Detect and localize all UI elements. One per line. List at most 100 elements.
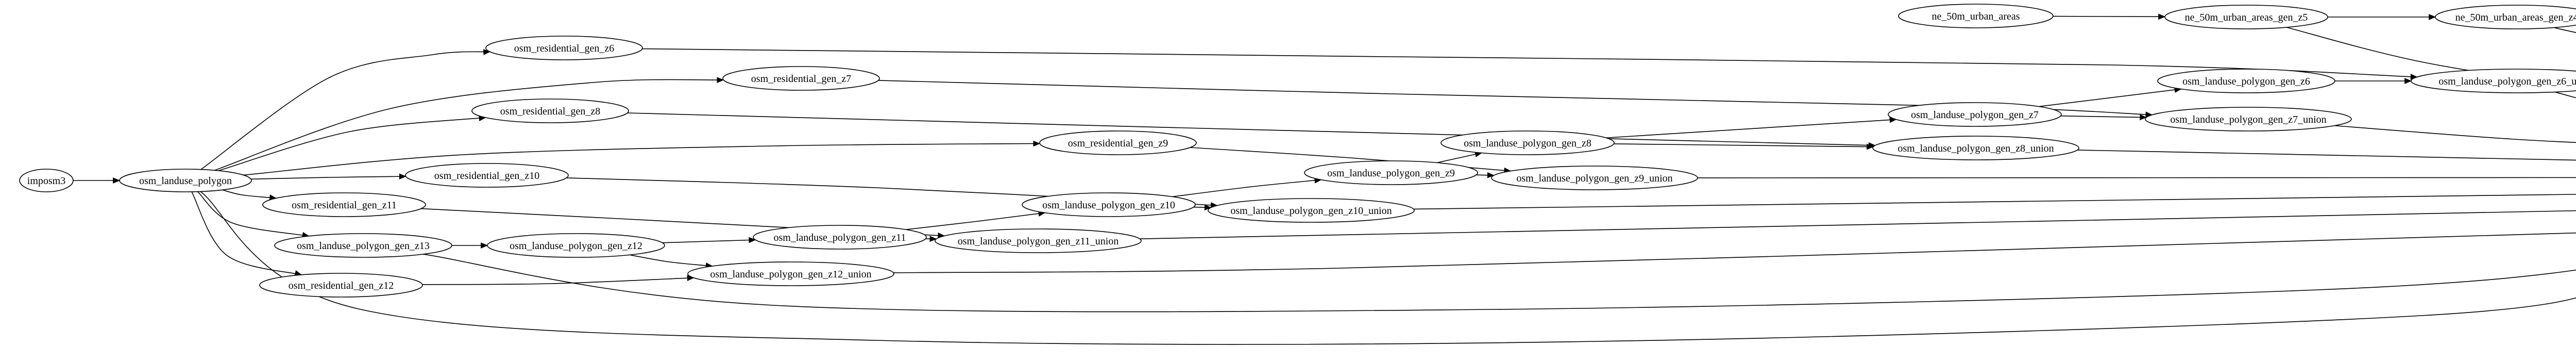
osm_landuse_polygon_gen_z10_union-ellipse (1208, 198, 1415, 223)
ne_50m_urban_areas_gen_z5-ellipse (2164, 5, 2328, 29)
osm_residential_gen_z11-label: osm_residential_gen_z11 (292, 200, 397, 211)
edge-osm_landuse_polygon_gen_z12-to-osm_landuse_polygon_gen_z12_union (629, 254, 713, 269)
ne_50m_urban_areas_gen_z5-label: ne_50m_urban_areas_gen_z5 (2185, 12, 2308, 23)
osm_residential_gen_z9-ellipse (1039, 130, 1197, 155)
edge-osm_landuse_polygon-to-osm_residential_gen_z11 (222, 189, 277, 201)
node-osm_residential_gen_z11: osm_residential_gen_z11 (262, 192, 426, 217)
node-osm_landuse_polygon_gen_z11: osm_landuse_polygon_gen_z11 (753, 225, 927, 250)
edge-osm_residential_gen_z9-to-osm_landuse_polygon_gen_z9_union (1190, 147, 1512, 174)
osm_residential_gen_z6-label: osm_residential_gen_z6 (514, 43, 614, 54)
imposm3-label: imposm3 (27, 175, 65, 187)
osm_landuse_polygon_gen_z7-label: osm_landuse_polygon_gen_z7 (1911, 109, 2039, 121)
osm_landuse_polygon_gen_z9-label: osm_landuse_polygon_gen_z9 (1327, 168, 1455, 179)
edge-osm_residential_gen_z8-to-osm_landuse_polygon_gen_z8_union (627, 112, 1876, 149)
osm_landuse_polygon_gen_z6_union-label: osm_landuse_polygon_gen_z6_union (2438, 76, 2576, 87)
edge-osm_landuse_polygon_gen_z10-to-osm_landuse_polygon_gen_z9 (1172, 177, 1322, 198)
edge-osm_landuse_polygon_gen_z8_union-to-layer_landuse-z8 (2077, 150, 2576, 161)
node-osm_landuse_polygon_gen_z6: osm_landuse_polygon_gen_z6 (2157, 69, 2335, 93)
edge-osm_landuse_polygon_gen_z10-to-osm_landuse_polygon_gen_z10_union (1193, 204, 1212, 211)
osm_landuse_polygon_gen_z11-label: osm_landuse_polygon_gen_z11 (773, 232, 906, 243)
edge-osm_landuse_polygon-to-osm_residential_gen_z12 (191, 191, 302, 276)
node-osm_residential_gen_z7: osm_residential_gen_z7 (722, 66, 880, 91)
node-osm_residential_gen_z8: osm_residential_gen_z8 (471, 98, 629, 123)
edge-osm_landuse_polygon-to-osm_residential_gen_z9 (243, 140, 1041, 176)
osm_landuse_polygon_gen_z6-ellipse (2157, 69, 2335, 93)
edge-osm_residential_gen_z12-to-osm_landuse_polygon_gen_z12_union (422, 275, 694, 285)
node-osm_residential_gen_z12: osm_residential_gen_z12 (259, 273, 423, 298)
osm_residential_gen_z7-ellipse (722, 66, 880, 91)
edge-osm_landuse_polygon-to-osm_residential_gen_z6 (200, 49, 491, 170)
node-osm_landuse_polygon_gen_z11_union: osm_landuse_polygon_gen_z11_union (935, 228, 1142, 253)
osm_landuse_polygon_gen_z9_union-ellipse (1491, 166, 1698, 190)
node-osm_landuse_polygon_gen_z7_union: osm_landuse_polygon_gen_z7_union (2145, 107, 2352, 131)
osm_residential_gen_z7-label: osm_residential_gen_z7 (751, 73, 851, 85)
ne_50m_urban_areas-label: ne_50m_urban_areas (1931, 11, 2020, 22)
edge-osm_landuse_polygon_gen_z13-to-layer_landuse-z13 (423, 254, 2576, 312)
node-osm_landuse_polygon_gen_z9: osm_landuse_polygon_gen_z9 (1304, 160, 1478, 185)
node-osm_landuse_polygon_gen_z10: osm_landuse_polygon_gen_z10 (1022, 192, 1196, 217)
node-osm_residential_gen_z6: osm_residential_gen_z6 (485, 36, 643, 60)
osm_landuse_polygon_gen_z10-label: osm_landuse_polygon_gen_z10 (1042, 200, 1175, 211)
osm_landuse_polygon_gen_z13-label: osm_landuse_polygon_gen_z13 (297, 240, 430, 252)
osm_landuse_polygon_gen_z10_union-label: osm_landuse_polygon_gen_z10_union (1230, 205, 1392, 217)
edge-osm_landuse_polygon_gen_z7-to-osm_landuse_polygon_gen_z6 (2039, 87, 2182, 107)
osm_landuse_polygon_gen_z6_union-ellipse (2411, 69, 2576, 93)
osm_landuse_polygon_gen_z8_union-ellipse (1872, 136, 2079, 160)
edge-osm_landuse_polygon_gen_z12_union-to-layer_landuse-z12 (893, 233, 2576, 273)
node-osm_residential_gen_z10: osm_residential_gen_z10 (405, 163, 569, 188)
edge-osm_landuse_polygon_gen_z7-to-osm_landuse_polygon_gen_z7_union (2060, 114, 2147, 121)
edge-osm_landuse_polygon_gen_z9_union-to-layer_landuse-z9 (1697, 177, 2576, 178)
osm_landuse_polygon_gen_z10-ellipse (1022, 192, 1196, 217)
osm_residential_gen_z12-label: osm_residential_gen_z12 (289, 280, 394, 291)
edge-osm_landuse_polygon_gen_z11_union-to-layer_landuse-z11 (1140, 210, 2576, 239)
osm_residential_gen_z12-ellipse (259, 273, 423, 298)
ne_50m_urban_areas-ellipse (1898, 4, 2054, 28)
edge-osm_landuse_polygon_gen_z10_union-to-layer_landuse-z10 (1413, 194, 2576, 210)
osm_landuse_polygon_gen_z12_union-label: osm_landuse_polygon_gen_z12_union (710, 269, 871, 280)
osm_residential_gen_z10-ellipse (405, 163, 569, 188)
osm_residential_gen_z9-label: osm_residential_gen_z9 (1068, 138, 1168, 149)
osm_residential_gen_z8-ellipse (471, 98, 629, 123)
osm_residential_gen_z8-label: osm_residential_gen_z8 (500, 106, 600, 117)
osm_landuse_polygon-ellipse (119, 169, 252, 192)
nodes-layer: imposm3 osm_landuse_polygon osm_residentia… (19, 4, 2576, 298)
osm_residential_gen_z10-label: osm_residential_gen_z10 (434, 170, 539, 182)
node-osm_landuse_polygon_gen_z7: osm_landuse_polygon_gen_z7 (1888, 102, 2062, 127)
osm_landuse_polygon_gen_z11_union-label: osm_landuse_polygon_gen_z11_union (958, 236, 1119, 247)
osm_landuse_polygon_gen_z8-label: osm_landuse_polygon_gen_z8 (1464, 138, 1591, 149)
osm_residential_gen_z11-ellipse (262, 192, 426, 217)
node-osm_landuse_polygon_gen_z10_union: osm_landuse_polygon_gen_z10_union (1208, 198, 1415, 223)
osm_landuse_polygon_gen_z12_union-ellipse (687, 261, 894, 286)
osm_landuse_polygon_gen_z7_union-ellipse (2145, 107, 2352, 131)
osm_landuse_polygon_gen_z7-ellipse (1888, 102, 2062, 127)
edge-osm_landuse_polygon_gen_z12-to-osm_landuse_polygon_gen_z11 (662, 237, 756, 243)
edge-osm_landuse_polygon-to-osm_residential_gen_z7 (214, 77, 724, 171)
node-osm_landuse_polygon_gen_z8: osm_landuse_polygon_gen_z8 (1440, 130, 1615, 155)
osm_landuse_polygon_gen_z8_union-label: osm_landuse_polygon_gen_z8_union (1897, 143, 2054, 154)
ne_50m_urban_areas_gen_z4-ellipse (2435, 5, 2576, 29)
edge-osm_landuse_polygon-to-osm_residential_gen_z8 (218, 115, 486, 171)
edge-osm_landuse_polygon_gen_z7_union-to-layer_landuse-z7 (2334, 125, 2576, 143)
osm_landuse_polygon_gen_z12-ellipse (487, 233, 665, 258)
osm_landuse_polygon_gen_z7_union-label: osm_landuse_polygon_gen_z7_union (2170, 114, 2326, 125)
edge-osm_landuse_polygon_gen_z11-to-osm_landuse_polygon_gen_z10 (906, 210, 1046, 230)
edge-osm_landuse_polygon_gen_z6_union-to-layer_landuse-z6 (2554, 91, 2576, 98)
osm_landuse_polygon_gen_z11_union-ellipse (935, 228, 1142, 253)
edge-osm_landuse_polygon-to-osm_residential_gen_z10 (250, 173, 406, 180)
edge-osm_landuse_polygon_gen_z8-to-osm_landuse_polygon_gen_z7 (1606, 117, 1897, 139)
osm_landuse_polygon_gen_z6-label: osm_landuse_polygon_gen_z6 (2182, 76, 2310, 87)
node-osm_landuse_polygon_gen_z8_union: osm_landuse_polygon_gen_z8_union (1872, 136, 2079, 160)
node-osm_landuse_polygon_gen_z12: osm_landuse_polygon_gen_z12 (487, 233, 665, 258)
node-osm_landuse_polygon_gen_z9_union: osm_landuse_polygon_gen_z9_union (1491, 166, 1698, 190)
node-osm_residential_gen_z9: osm_residential_gen_z9 (1039, 130, 1197, 155)
osm_landuse_polygon-label: osm_landuse_polygon (139, 175, 232, 187)
edge-osm_landuse_polygon-to-osm_landuse_polygon_gen_z13 (197, 191, 310, 238)
ne_50m_urban_areas_gen_z4-label: ne_50m_urban_areas_gen_z4 (2455, 12, 2576, 23)
node-osm_landuse_polygon_gen_z6_union: osm_landuse_polygon_gen_z6_union (2411, 69, 2576, 93)
edge-osm_landuse_polygon_gen_z8-to-osm_landuse_polygon_gen_z8_union (1614, 143, 1874, 150)
node-imposm3: imposm3 (19, 169, 74, 192)
node-osm_landuse_polygon_gen_z12_union: osm_landuse_polygon_gen_z12_union (687, 261, 894, 286)
node-ne_50m_urban_areas_gen_z4: ne_50m_urban_areas_gen_z4 (2435, 5, 2576, 29)
